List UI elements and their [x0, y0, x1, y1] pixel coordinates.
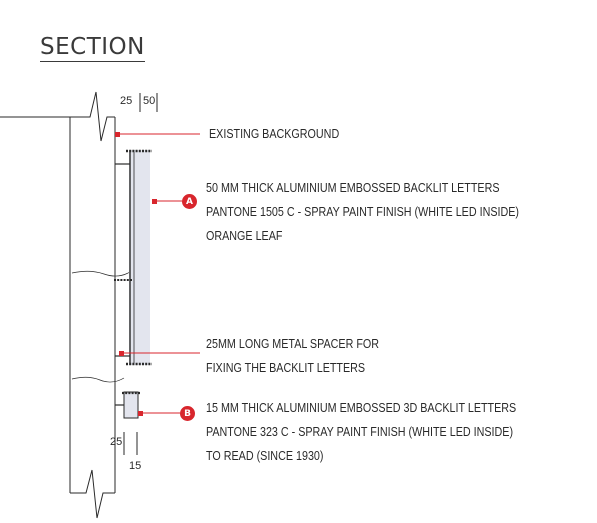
note-spacer: 25MM LONG METAL SPACER FOR FIXING THE BA… — [206, 332, 379, 380]
wall-texture-1 — [71, 270, 131, 277]
note-line: PANTONE 1505 C - SPRAY PAINT FINISH (WHI… — [206, 205, 520, 219]
wall-texture-2 — [71, 376, 125, 383]
leader-spacer — [119, 351, 200, 356]
wall-break-top — [0, 91, 115, 142]
note-line: ORANGE LEAF — [206, 229, 283, 243]
marker-b-icon: B — [180, 406, 195, 421]
note-line: FIXING THE BACKLIT LETTERS — [206, 361, 366, 375]
note-line: 15 MM THICK ALUMINIUM EMBOSSED 3D BACKLI… — [206, 401, 517, 415]
leader-letters-a — [152, 199, 182, 204]
letter-a-fill — [129, 150, 150, 365]
wall-break-bottom — [70, 469, 115, 519]
note-letters-b: 15 MM THICK ALUMINIUM EMBOSSED 3D BACKLI… — [206, 396, 516, 468]
section-title: SECTION — [40, 34, 145, 62]
dim-bottom-15: 15 — [129, 460, 142, 472]
leader-background — [115, 132, 200, 137]
note-line: PANTONE 323 C - SPRAY PAINT FINISH (WHIT… — [206, 425, 514, 439]
leader-letters-b — [138, 411, 180, 416]
note-existing-background: EXISTING BACKGROUND — [209, 122, 339, 146]
note-line: 25MM LONG METAL SPACER FOR — [206, 337, 380, 351]
note-line: 50 MM THICK ALUMINIUM EMBOSSED BACKLIT L… — [206, 181, 500, 195]
dim-bottom-25: 25 — [110, 436, 123, 448]
marker-a-icon: A — [182, 194, 197, 209]
note-line: TO READ (SINCE 1930) — [206, 449, 324, 463]
letter-b-fill — [124, 392, 138, 418]
dim-top-50: 50 — [143, 95, 156, 107]
note-letters-a: 50 MM THICK ALUMINIUM EMBOSSED BACKLIT L… — [206, 176, 519, 248]
note-line: EXISTING BACKGROUND — [209, 127, 340, 141]
dim-top-25: 25 — [120, 95, 133, 107]
